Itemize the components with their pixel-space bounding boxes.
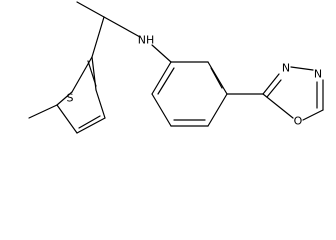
bond-layer: [28, 1, 324, 134]
thiophene-sulfur-label: S: [67, 92, 74, 105]
molecule-structure: NH S N N O: [28, 1, 324, 134]
oxadiazole-oxygen-label: O: [294, 115, 303, 128]
oxadiazole-n3-label: N: [282, 62, 290, 75]
oxadiazole-n4-label: N: [314, 68, 322, 81]
atom-labels: NH S N N O: [67, 34, 323, 128]
amine-nh-label: NH: [138, 34, 155, 47]
